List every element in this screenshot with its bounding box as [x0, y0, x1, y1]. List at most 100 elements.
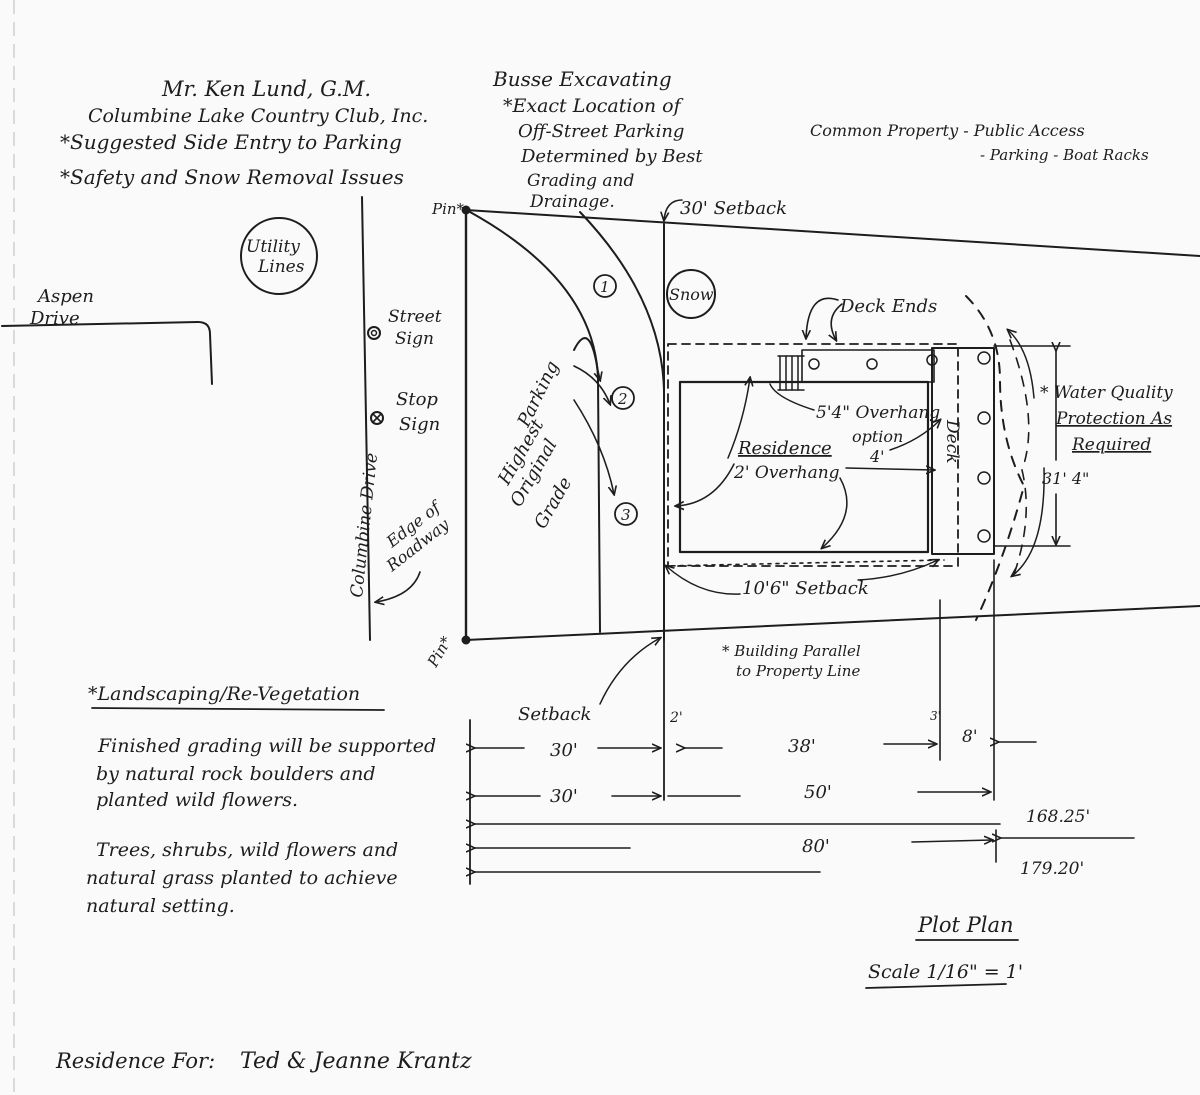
svg-text:1: 1: [600, 278, 610, 296]
option-arrow: [889, 420, 940, 451]
safety-note: *Safety and Snow Removal Issues: [60, 165, 404, 189]
snow-marker: Snow: [666, 269, 716, 319]
water-arrow-bottom: [1012, 467, 1045, 576]
street-sign-icon: [367, 326, 381, 340]
option-label-1: option: [852, 427, 903, 446]
water-quality-label-1: * Water Quality: [1040, 383, 1173, 403]
landscaping-p2-line-3: natural setting.: [86, 895, 235, 917]
parking-spot-1: 1: [593, 274, 617, 298]
parking-label: Parking: [513, 358, 563, 431]
pin-bottom-marker: [461, 635, 471, 645]
pin-top-marker: [461, 205, 471, 215]
spot-3-arrow: [573, 399, 614, 494]
street-sign-icon-inner: [370, 329, 378, 337]
dimension-lines: 30' 2' 38' 3' 8' 30' 50' 80' 168.25' 179…: [470, 559, 1135, 885]
deck-post: [977, 529, 991, 543]
aspen-drive-label-1: Aspen: [36, 286, 94, 307]
dim-38: 38': [788, 736, 816, 757]
stairs: [777, 355, 805, 391]
excavation-note: Busse Excavating *Exact Location of Off-…: [492, 67, 703, 212]
excavation-line-2: *Exact Location of: [503, 95, 684, 117]
columbine-drive-edge: [361, 196, 371, 641]
deck-ends-label: Deck Ends: [839, 296, 937, 317]
setback-arrow: [599, 638, 660, 705]
side-entry-note: *Suggested Side Entry to Parking: [60, 130, 402, 154]
landscaping-p2-line-2: natural grass planted to achieve: [86, 867, 398, 889]
setback-30-line: 30' Setback Snow: [664, 198, 787, 641]
dim-30-b: 30': [550, 786, 578, 807]
owner-line-1: Mr. Ken Lund, G.M.: [161, 77, 371, 101]
dim-31-4-label: 31' 4": [1042, 469, 1089, 488]
setback-30-arrow: [664, 199, 683, 220]
columbine-drive-label: Columbine Drive: [347, 452, 382, 599]
excavation-line-5: Grading and: [527, 171, 634, 191]
footer: Residence For: Ted & Jeanne Krantz: [55, 1049, 472, 1074]
landscaping-title-underline: [91, 707, 385, 711]
residence-arrow-down: [822, 477, 848, 548]
landscaping-p1-line-2: by natural rock boulders and: [96, 763, 376, 785]
stop-sign-label-1: Stop: [396, 389, 438, 410]
dim-30-a: 30': [550, 740, 578, 761]
setback-106-arrow-right: [857, 560, 938, 581]
excavation-line-1: Busse Excavating: [492, 67, 672, 91]
common-property-note: Common Property - Public Access - Parkin…: [810, 121, 1149, 164]
deck-post: [977, 351, 991, 365]
dim-179: 179.20': [1020, 859, 1084, 879]
residence-arrow-right: [845, 468, 934, 470]
option-label-2: 4': [869, 447, 885, 466]
stop-sign-label-2: Sign: [399, 414, 440, 435]
deck-post: [977, 411, 991, 425]
deck-post: [926, 354, 938, 366]
property-line-top: [465, 209, 1200, 257]
landscaping-p2-line-1: Trees, shrubs, wild flowers and: [96, 839, 398, 861]
street-sign-label-2: Sign: [395, 329, 434, 349]
excavation-line-6: Drainage.: [529, 192, 615, 212]
water-arrow-top: [1008, 330, 1035, 399]
dim-168: 168.25': [1026, 807, 1090, 827]
setback-106: 10'6" Setback * Building Parallel to Pro…: [518, 559, 945, 725]
residence-arrow-left: [676, 463, 735, 506]
water-quality-zone: 31' 4" * Water Quality Protection As Req…: [965, 295, 1173, 621]
setback-30-label: 30' Setback: [680, 198, 787, 219]
landscaping-p1-line-1: Finished grading will be supported: [97, 735, 436, 757]
dim-3: 3': [930, 709, 941, 723]
svg-text:3: 3: [621, 506, 631, 524]
dim-50: 50': [804, 782, 832, 803]
pin-top-label: Pin*: [431, 200, 465, 218]
parking-arc-outer: [579, 211, 666, 401]
utility-lines-label-1: Utility: [246, 237, 300, 257]
deck-outline: [931, 347, 995, 555]
building-parallel-label-1: * Building Parallel: [722, 642, 861, 660]
street-sign-marker: Street Sign: [367, 307, 442, 349]
overhang-2-label: 2' Overhang: [733, 463, 840, 483]
dim-80: 80': [802, 836, 830, 857]
header-notes: Mr. Ken Lund, G.M. Columbine Lake Countr…: [60, 77, 428, 189]
edge-of-roadway-arrow: [376, 571, 421, 602]
edge-of-roadway-note: Edge of Roadway: [376, 496, 453, 602]
common-property-line-1: Common Property - Public Access: [810, 121, 1085, 140]
deck-ends-arrow-a: [806, 297, 839, 338]
residence-for-label: Residence For:: [55, 1049, 215, 1073]
parking-sweep-arrow: [573, 337, 600, 380]
residence-arrow-up: [727, 378, 750, 459]
residence-label: Residence: [737, 438, 832, 459]
overhang-54-arrow: [769, 383, 815, 411]
setback-label: Setback: [518, 704, 591, 725]
parking-area: 1 2 3 Parking Highest Original Grade: [469, 211, 666, 633]
landscaping-title: *Landscaping/Re-Vegetation: [88, 683, 360, 705]
setback-106-arrow-left: [666, 566, 741, 595]
setback-106-dashed-line: [663, 559, 945, 567]
water-boundary-dashed: [965, 295, 1025, 621]
parking-spot-2: 2: [611, 386, 635, 410]
utility-lines-label-2: Lines: [257, 257, 305, 277]
common-property-line-2: - Parking - Boat Racks: [980, 146, 1149, 164]
deck-label: Deck: [942, 419, 962, 464]
aspen-drive-edge: [1, 321, 213, 385]
plot-plan-scale: Scale 1/16" = 1': [868, 961, 1023, 983]
deck-ends-arrow-b: [831, 303, 843, 340]
plot-plan-title: Plot Plan: [917, 913, 1014, 937]
dim-2: 2': [669, 710, 683, 726]
water-quality-label-2: Protection As: [1055, 409, 1172, 429]
parking-spot-3: 3: [614, 502, 638, 526]
overhang-outline: [667, 343, 959, 567]
